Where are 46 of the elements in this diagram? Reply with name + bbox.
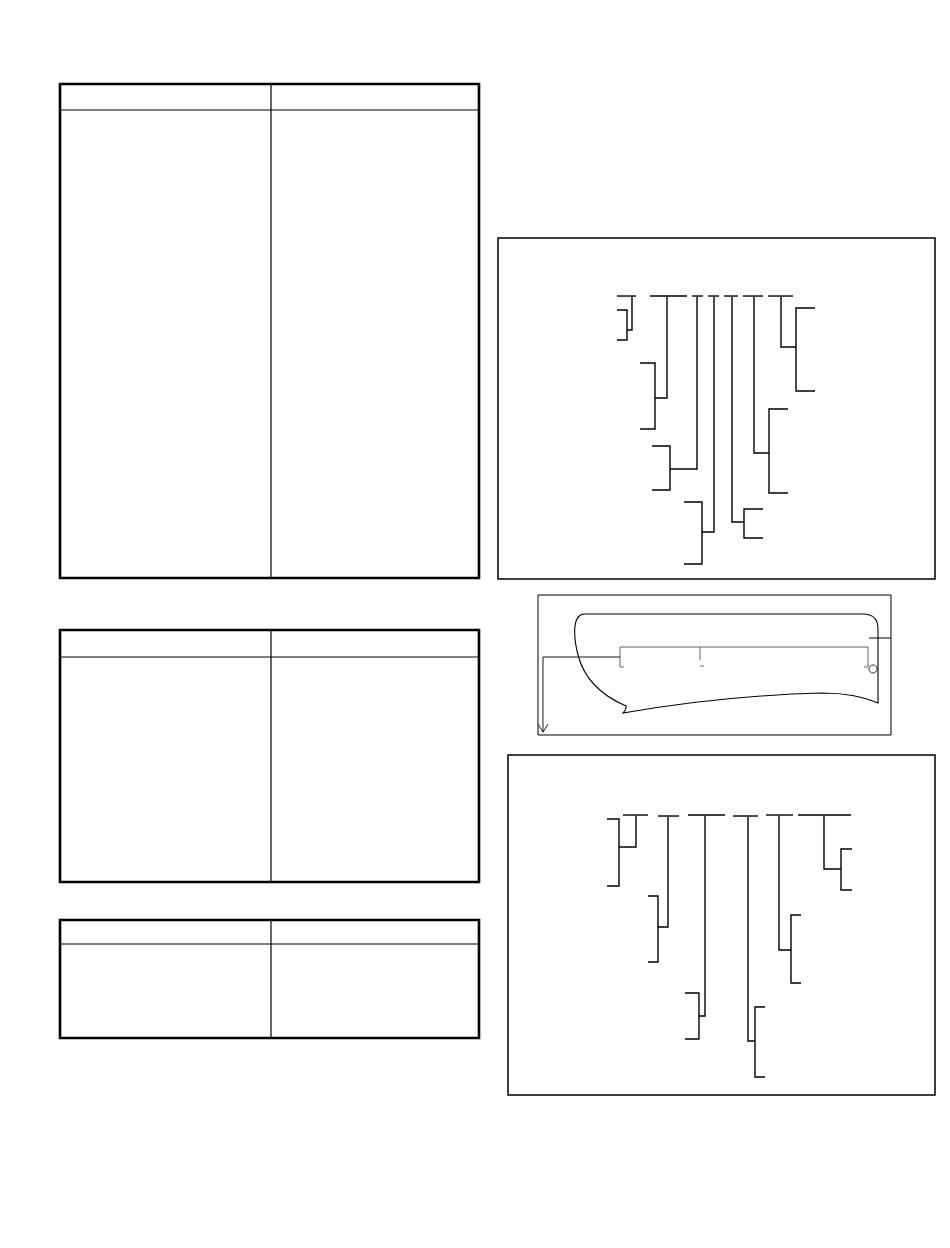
bracket (647, 895, 659, 963)
fill-in-line (688, 814, 725, 816)
leader-line (618, 815, 637, 848)
bracket (795, 307, 816, 392)
fill-in-line (650, 295, 687, 297)
fill-in-line (708, 295, 719, 297)
leader-line (780, 296, 797, 348)
fill-in-line (724, 295, 738, 297)
leader-line (778, 815, 792, 951)
bracket (616, 309, 628, 341)
fill-in-line (692, 295, 703, 297)
fill-in-line (766, 814, 793, 816)
leader-line (669, 296, 698, 470)
leader-line (701, 296, 715, 533)
fill-in-line (798, 814, 851, 816)
leader-line (731, 296, 745, 523)
fill-in-line (617, 295, 636, 297)
leader-line (657, 816, 669, 928)
leader-line (868, 637, 892, 639)
leader-line (626, 296, 633, 331)
nameplate-card (574, 613, 879, 714)
bracket (683, 501, 703, 565)
fill-in-line (658, 815, 679, 817)
bracket (768, 408, 789, 494)
arrow (537, 656, 621, 733)
fill-in-line (743, 295, 763, 297)
bracket (651, 445, 671, 491)
bracket (743, 508, 764, 539)
bracket (606, 818, 620, 887)
leader-line (698, 815, 706, 1017)
fill-in-line (768, 295, 793, 297)
bracket (790, 914, 802, 984)
panel-frame (497, 237, 936, 580)
leader-line (823, 815, 842, 870)
bracket (840, 848, 853, 891)
fill-in-line (733, 815, 758, 817)
panel-frame (507, 754, 936, 1096)
bracket (754, 1006, 766, 1078)
leader-line (747, 816, 756, 1042)
leader-line (654, 296, 668, 399)
picture-frame (537, 594, 892, 736)
fill-in-line (623, 814, 648, 816)
fill-in-line (619, 646, 869, 668)
bracket (684, 992, 700, 1040)
leader-line (753, 296, 770, 454)
bracket (639, 362, 656, 430)
